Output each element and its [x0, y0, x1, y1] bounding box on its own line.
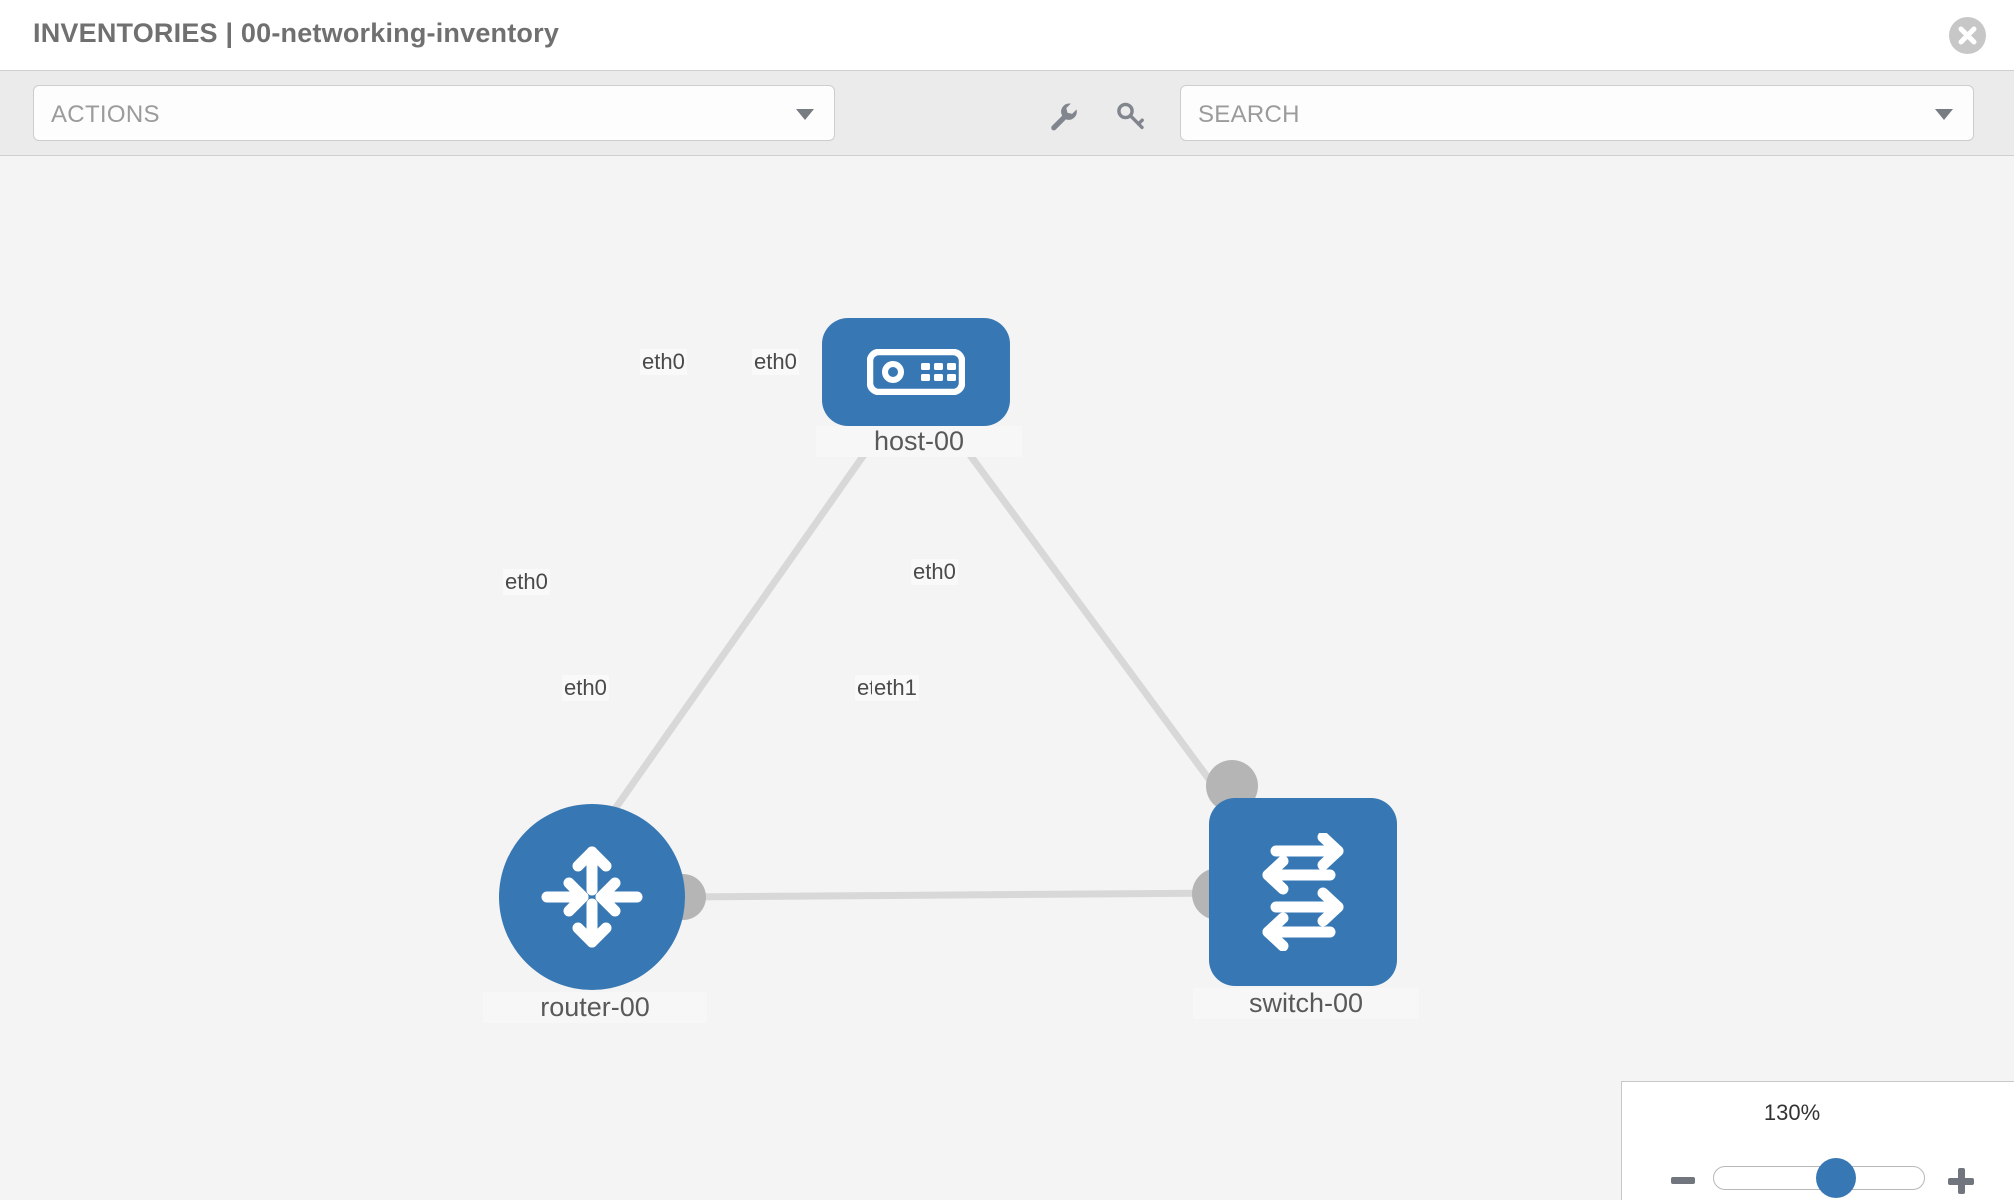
link-host-switch — [950, 429, 1248, 831]
topology-node-host-00[interactable]: host-00 — [816, 318, 1022, 457]
iface-label-host-right: eth0 — [752, 349, 799, 375]
router-node-label: router-00 — [483, 992, 707, 1023]
zoom-in-button[interactable] — [1948, 1168, 1974, 1194]
topology-node-switch-00[interactable]: switch-00 — [1193, 798, 1419, 1019]
iface-label-router-right: eth0 — [562, 675, 609, 701]
chevron-down-icon[interactable] — [1935, 109, 1953, 120]
iface-label-router-up: eth0 — [503, 569, 550, 595]
topology-node-router-00[interactable]: router-00 — [483, 804, 707, 1023]
close-icon[interactable] — [1949, 17, 1986, 54]
title-bar: INVENTORIES | 00-networking-inventory — [0, 0, 2014, 70]
switch-arrows-icon — [1262, 833, 1344, 951]
iface-label-host-left: eth0 — [640, 349, 687, 375]
actions-dropdown-label: ACTIONS — [51, 101, 160, 128]
wrench-icon[interactable] — [1046, 99, 1080, 133]
topology-canvas[interactable]: host-00 — [0, 156, 2014, 1200]
router-arrows-icon — [541, 846, 643, 948]
link-host-router — [607, 429, 883, 819]
page-title: INVENTORIES | 00-networking-inventory — [33, 18, 560, 48]
iface-label-switch-left: eth1 — [872, 675, 919, 701]
switch-node-shape[interactable] — [1209, 798, 1397, 986]
zoom-out-button[interactable] — [1671, 1177, 1695, 1184]
topology-links — [607, 429, 1248, 901]
key-icon[interactable] — [1113, 99, 1147, 133]
switch-node-label: switch-00 — [1193, 988, 1419, 1019]
server-icon — [867, 349, 965, 395]
zoom-slider-thumb[interactable] — [1816, 1158, 1857, 1198]
actions-dropdown[interactable]: ACTIONS — [33, 85, 835, 141]
toolbar: ACTIONS SEARCH — [0, 70, 2014, 156]
search-placeholder: SEARCH — [1198, 101, 1300, 128]
host-node-shape[interactable] — [822, 318, 1010, 426]
zoom-level-value: 130% — [1763, 1100, 1821, 1125]
search-input[interactable]: SEARCH — [1180, 85, 1974, 141]
link-router-switch — [679, 889, 1229, 901]
host-node-label: host-00 — [816, 426, 1022, 457]
iface-label-switch-up: eth0 — [911, 559, 958, 585]
chevron-down-icon — [796, 109, 814, 120]
zoom-control-panel: 130% — [1621, 1081, 2014, 1200]
router-node-shape[interactable] — [499, 804, 685, 990]
